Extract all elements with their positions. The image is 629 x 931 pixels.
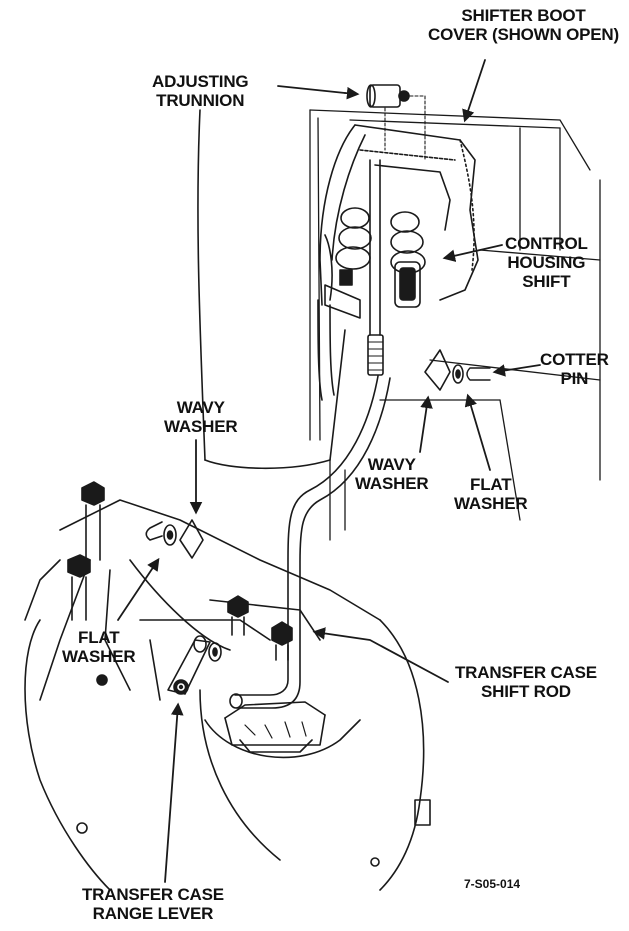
- label-line: CONTROL: [505, 234, 588, 253]
- left-washers: [145, 519, 222, 662]
- label-line: HOUSING: [507, 253, 586, 272]
- rubber-boots: [324, 207, 426, 319]
- leader-lines: [117, 59, 541, 883]
- label-line: SHIFT: [522, 272, 571, 291]
- adjusting-trunnion-part: [366, 84, 426, 161]
- label-line: PIN: [560, 369, 589, 388]
- label-line: WAVY: [367, 455, 416, 474]
- label-line: FLAT: [78, 628, 120, 647]
- label-line: WASHER: [62, 647, 136, 666]
- label-cotter-pin: COTTER PIN: [540, 350, 609, 388]
- label-transfer-case-shift-rod: TRANSFER CASE SHIFT ROD: [455, 663, 597, 701]
- label-line: SHIFTER BOOT: [461, 6, 586, 25]
- label-line: RANGE LEVER: [92, 904, 214, 923]
- tunnel-outline: [197, 109, 346, 470]
- label-flat-washer-right: FLAT WASHER: [454, 475, 528, 513]
- label-line: TRUNNION: [156, 91, 245, 110]
- label-line: FLAT: [470, 475, 512, 494]
- label-adjusting-trunnion: ADJUSTING TRUNNION: [152, 72, 249, 110]
- label-control-housing-shift: CONTROL HOUSING SHIFT: [505, 234, 588, 291]
- label-line: WAVY: [176, 398, 225, 417]
- shift-rod-bent: [229, 375, 391, 709]
- label-line: WASHER: [355, 474, 429, 493]
- bolts: [67, 481, 431, 867]
- shift-lever-pipe: [317, 299, 335, 401]
- label-flat-washer-left: FLAT WASHER: [62, 628, 136, 666]
- shifter-boot-cover: [319, 124, 479, 306]
- label-line: TRANSFER CASE: [82, 885, 224, 904]
- label-line: ADJUSTING: [152, 72, 249, 91]
- range-lever: [167, 635, 211, 695]
- label-shifter-boot-cover: SHIFTER BOOT COVER (SHOWN OPEN): [428, 6, 619, 44]
- label-wavy-washer-center: WAVY WASHER: [355, 455, 429, 493]
- label-transfer-case-range-lever: TRANSFER CASE RANGE LEVER: [82, 885, 224, 923]
- label-wavy-washer-left: WAVY WASHER: [164, 398, 238, 436]
- label-line: COTTER: [540, 350, 609, 369]
- shift-rod-vertical: [367, 159, 384, 376]
- control-housing-hardware: [424, 349, 491, 391]
- label-line: SHIFT ROD: [481, 682, 571, 701]
- figure-id: 7-S05-014: [464, 877, 521, 891]
- rod-boot: [224, 701, 326, 753]
- label-line: WASHER: [454, 494, 528, 513]
- body-panels: [309, 109, 601, 541]
- label-line: WASHER: [164, 417, 238, 436]
- label-line: TRANSFER CASE: [455, 663, 597, 682]
- label-line: COVER (SHOWN OPEN): [428, 25, 619, 44]
